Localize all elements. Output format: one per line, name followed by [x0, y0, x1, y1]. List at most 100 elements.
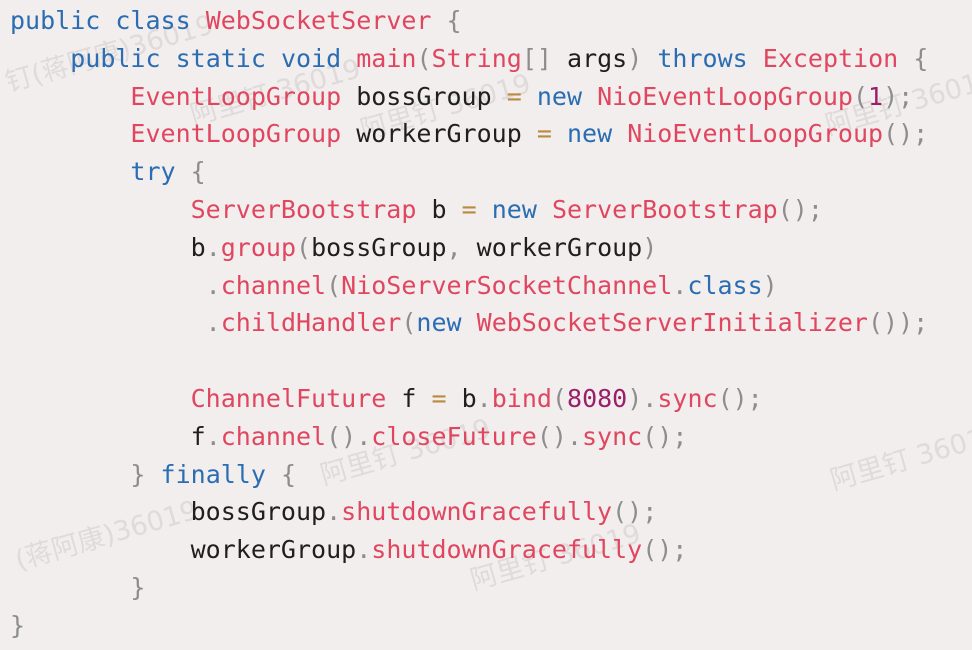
code-token	[386, 384, 401, 413]
code-line: .channel(NioServerSocketChannel.class)	[10, 267, 965, 305]
code-token	[10, 384, 191, 413]
code-token: void	[280, 43, 342, 73]
code-token: bind	[491, 383, 552, 413]
code-token	[431, 6, 446, 35]
code-token: )	[627, 43, 643, 73]
code-token: .	[672, 270, 688, 300]
code-token: {	[913, 43, 929, 73]
code-token: =	[461, 194, 477, 224]
code-line: workerGroup.shutdownGracefully();	[10, 531, 965, 569]
code-token: (	[296, 232, 312, 262]
code-token: 8080	[567, 383, 628, 413]
code-token	[161, 44, 176, 73]
code-token	[10, 460, 130, 489]
code-line: ServerBootstrap b = new ServerBootstrap(…	[10, 191, 965, 229]
code-token	[898, 44, 913, 73]
code-token: }	[10, 610, 26, 640]
code-line: f.channel().closeFuture().sync();	[10, 418, 965, 456]
code-token: try	[130, 157, 176, 187]
code-token: Exception	[762, 43, 899, 73]
code-token	[10, 497, 191, 526]
code-token: String	[431, 43, 522, 73]
code-token: }	[130, 572, 146, 602]
code-token: ChannelFuture	[190, 383, 387, 413]
code-token: )	[762, 270, 778, 300]
code-token: new	[491, 194, 537, 224]
code-token: EventLoopGroup	[130, 81, 342, 111]
code-token: workerGroup	[356, 119, 522, 149]
code-token: bossGroup	[311, 232, 447, 262]
code-token: ();	[717, 383, 763, 413]
code-token: {	[280, 459, 297, 489]
code-token	[477, 195, 492, 224]
code-token: b	[190, 232, 206, 262]
code-token: finally	[160, 459, 266, 489]
code-token: WebSocketServerInitializer	[476, 308, 868, 338]
code-line: bossGroup.shutdownGracefully();	[10, 493, 965, 531]
code-token	[10, 195, 191, 224]
code-token: b	[431, 194, 447, 224]
code-token: bossGroup	[190, 497, 327, 527]
code-token: workerGroup	[476, 232, 643, 262]
code-token	[10, 44, 70, 73]
code-token: NioEventLoopGroup	[597, 81, 853, 111]
code-token	[10, 422, 191, 451]
code-token: new	[416, 308, 462, 338]
code-token: )	[642, 232, 658, 262]
code-token: sync	[582, 421, 643, 451]
code-line: }	[10, 569, 965, 607]
code-token: =	[431, 383, 447, 413]
code-token: ServerBootstrap	[551, 194, 778, 224]
code-token	[191, 6, 206, 35]
code-token: .	[205, 308, 221, 338]
code-token: ();	[883, 119, 929, 149]
code-token: f	[190, 421, 206, 451]
code-token: (	[326, 270, 342, 300]
code-line	[10, 342, 965, 380]
code-token	[341, 119, 356, 148]
code-token	[10, 233, 191, 262]
code-token: ,	[446, 232, 462, 262]
code-token	[492, 82, 507, 111]
code-token	[176, 157, 191, 186]
code-token	[612, 119, 627, 148]
code-line: try {	[10, 153, 965, 191]
code-token: bossGroup	[356, 81, 492, 111]
code-token: ).	[627, 383, 658, 413]
code-token	[462, 233, 477, 262]
code-token: class	[115, 6, 191, 35]
code-token	[447, 195, 462, 224]
code-token: []	[521, 43, 552, 73]
code-token	[552, 119, 567, 148]
code-token	[582, 82, 597, 111]
code-token: static	[175, 43, 266, 73]
code-token: f	[401, 383, 417, 413]
code-token: }	[130, 459, 146, 489]
code-token: .	[476, 383, 492, 413]
code-token	[10, 573, 130, 602]
code-token: class	[687, 270, 763, 300]
code-line: .childHandler(new WebSocketServerInitial…	[10, 304, 965, 342]
code-token: closeFuture	[371, 421, 537, 451]
code-token: .	[326, 497, 342, 527]
code-token	[100, 6, 115, 35]
code-token: channel	[220, 270, 327, 300]
code-token	[462, 308, 477, 337]
code-token	[10, 308, 206, 337]
code-token: (	[852, 81, 869, 111]
code-line: public static void main(String[] args) t…	[10, 40, 965, 78]
code-token	[341, 44, 356, 73]
code-token: .	[205, 270, 221, 300]
code-token: childHandler	[220, 308, 402, 338]
code-token	[10, 82, 130, 111]
code-token: throws	[657, 43, 748, 73]
code-token: args	[567, 43, 628, 73]
code-token	[10, 271, 206, 300]
code-token: .	[356, 535, 372, 565]
code-token	[447, 384, 462, 413]
code-token: b	[461, 383, 477, 413]
code-line: b.group(bossGroup, workerGroup)	[10, 229, 965, 267]
code-token: .	[205, 232, 221, 262]
code-token: NioServerSocketChannel	[341, 270, 673, 300]
code-token	[416, 195, 431, 224]
